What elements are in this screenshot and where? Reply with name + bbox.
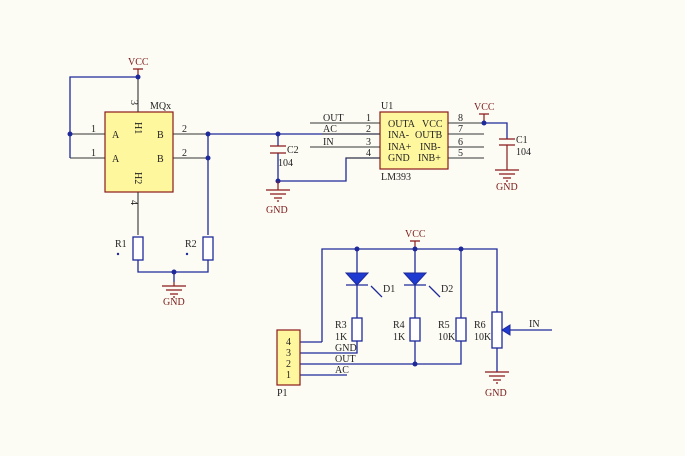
gnd-label: GND xyxy=(496,182,518,193)
pin-number: 2 xyxy=(182,148,187,159)
vcc-symbol-bottom: VCC xyxy=(405,229,426,249)
vcc-symbol: VCC xyxy=(128,57,149,77)
vcc-label: VCC xyxy=(128,57,149,68)
pin-number: 4 xyxy=(128,200,139,205)
net-label: AC xyxy=(323,124,337,135)
d2-label: D2 xyxy=(441,284,453,295)
mq-sensor: MQx A A B B H1 H2 1 1 2 2 3 4 xyxy=(70,77,208,235)
net-label: OUT xyxy=(323,113,344,124)
pin-label: H2 xyxy=(132,172,143,184)
resistor-r3: R3 1K xyxy=(335,317,363,343)
pin-number: 8 xyxy=(458,113,463,124)
pin-number: 7 xyxy=(458,124,463,135)
pin-number: 3 xyxy=(128,100,139,105)
c1-label: C1 xyxy=(516,135,528,146)
pin-number: 3 xyxy=(366,137,371,148)
potentiometer-r6: R6 10K IN GND xyxy=(474,311,552,399)
r1-label: R1 xyxy=(115,239,127,250)
d1-label: D1 xyxy=(383,284,395,295)
sensor-ref: MQx xyxy=(150,101,171,112)
led-d2: D2 xyxy=(402,272,453,298)
pin-number: 3 xyxy=(286,348,291,359)
pin-number: 1 xyxy=(91,148,96,159)
r6-label: R6 xyxy=(474,320,486,331)
pin-number: 1 xyxy=(366,113,371,124)
pin-label: A xyxy=(112,130,120,141)
r3-value: 1K xyxy=(335,332,348,343)
r5-label: R5 xyxy=(438,320,450,331)
pin-number: 5 xyxy=(458,148,463,159)
pin-number: 2 xyxy=(182,124,187,135)
pin-number: 6 xyxy=(458,137,463,148)
pin-label: B xyxy=(157,130,164,141)
pin-name: INA+ xyxy=(388,142,412,153)
wire xyxy=(300,248,498,376)
pin-number: 2 xyxy=(366,124,371,135)
gnd-label: GND xyxy=(485,388,507,399)
net-label: GND xyxy=(335,343,357,354)
u1-part: LM393 xyxy=(381,172,411,183)
pin-label: B xyxy=(157,154,164,165)
comparator-u1: U1 LM393 OUTA INA- INA+ GND VCC OUTB INB… xyxy=(310,101,484,183)
pin-label: A xyxy=(112,154,120,165)
r4-value: 1K xyxy=(393,332,406,343)
pin-number: 2 xyxy=(286,359,291,370)
vcc-label: VCC xyxy=(405,229,426,240)
in-label: IN xyxy=(529,319,540,330)
pin-name: INB- xyxy=(420,142,441,153)
net-label: AC xyxy=(335,365,349,376)
r6-value: 10K xyxy=(474,332,492,343)
gnd-label: GND xyxy=(163,297,185,308)
resistor-r1: R1 xyxy=(115,236,144,261)
r3-label: R3 xyxy=(335,320,347,331)
pin-name: GND xyxy=(388,153,410,164)
capacitor-c1: VCC C1 104 GND xyxy=(474,102,531,193)
pin-name: OUTA xyxy=(388,119,416,130)
pin-name: INB+ xyxy=(418,153,441,164)
u1-ref: U1 xyxy=(381,101,393,112)
resistor-r4: R4 1K xyxy=(393,317,421,343)
net-label: IN xyxy=(323,137,334,148)
led-d1: D1 xyxy=(344,272,395,298)
pin-number: 4 xyxy=(286,337,291,348)
pin-name: OUTB xyxy=(415,130,443,141)
pin-number: 4 xyxy=(366,148,371,159)
pin-number: 1 xyxy=(91,124,96,135)
pin-name: INA- xyxy=(388,130,409,141)
c2-label: C2 xyxy=(287,145,299,156)
c1-value: 104 xyxy=(516,147,531,158)
connector-p1: 4 3 2 1 P1 GND OUT AC xyxy=(276,329,357,399)
resistor-r5: R5 10K xyxy=(438,317,467,343)
gnd-label: GND xyxy=(266,205,288,216)
r4-label: R4 xyxy=(393,320,405,331)
r2-label: R2 xyxy=(185,239,197,250)
p1-label: P1 xyxy=(277,388,288,399)
pin-number: 1 xyxy=(286,370,291,381)
pin-label: H1 xyxy=(132,122,143,134)
pin-name: VCC xyxy=(422,119,443,130)
c2-value: 104 xyxy=(278,158,293,169)
r5-value: 10K xyxy=(438,332,456,343)
vcc-label: VCC xyxy=(474,102,495,113)
ground-symbol: GND xyxy=(162,282,186,308)
net-label: OUT xyxy=(335,354,356,365)
resistor-r2: R2 xyxy=(185,236,214,261)
